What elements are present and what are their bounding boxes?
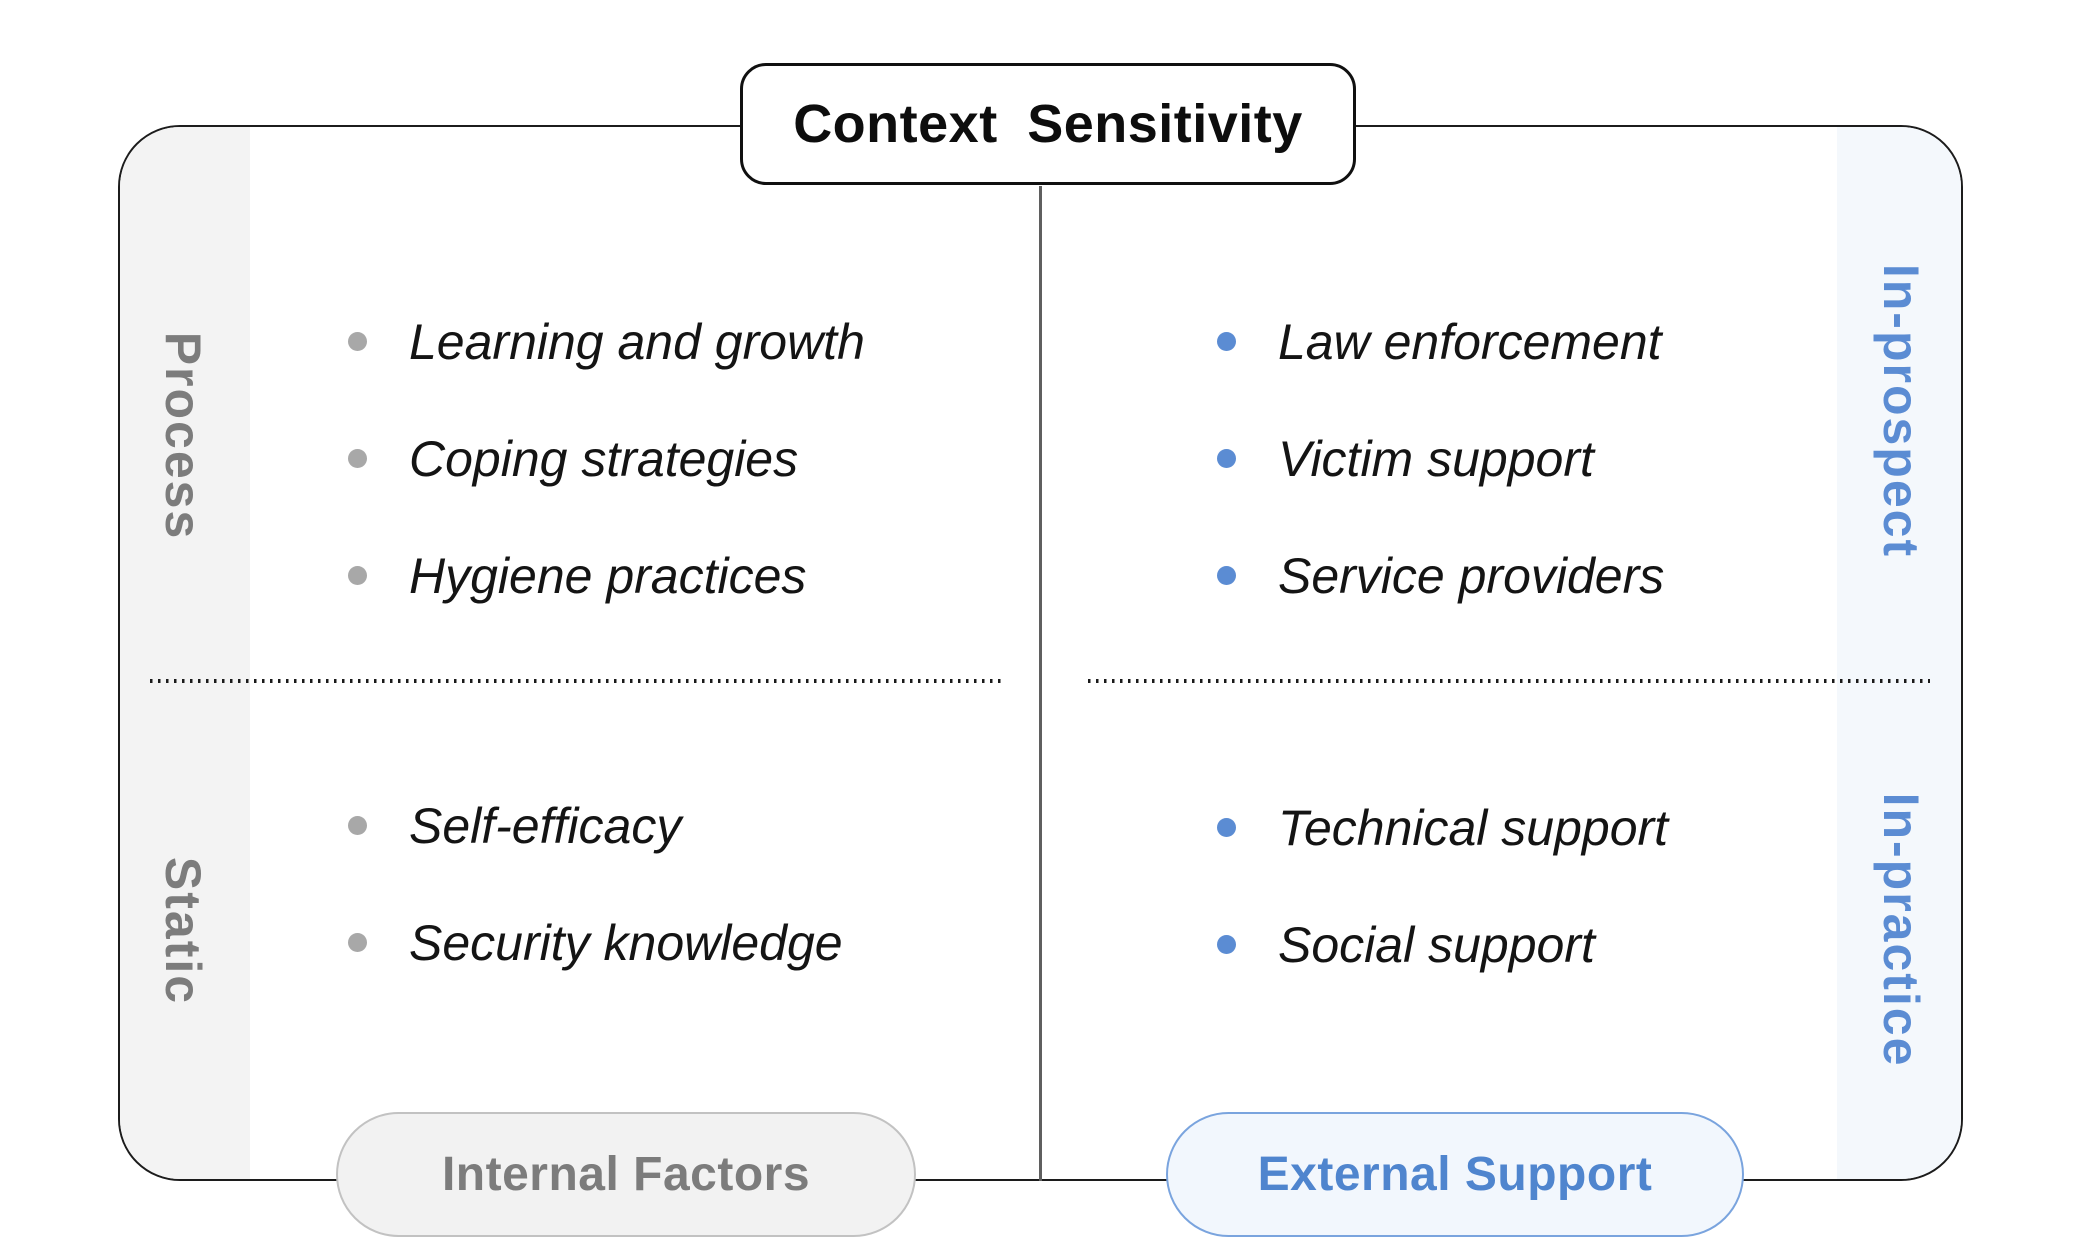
bullet-icon [348,933,367,952]
internal-factors-label: Internal Factors [441,1148,811,1201]
axis-label-static: Static [155,856,211,1006]
list-item-label: Technical support [1278,799,1669,856]
list-item: Service providers [1217,517,1664,634]
list-item: Technical support [1217,769,1668,886]
title-box: Context Sensitivity [740,63,1356,185]
internal-factors-pill: Internal Factors [336,1112,916,1237]
left-axis-strip [120,127,250,1179]
vertical-divider [1039,186,1042,1181]
list-item: Security knowledge [348,884,843,1001]
bullet-icon [1217,332,1236,351]
list-item-label: Self-efficacy [409,797,682,854]
top-right-list: Law enforcement Victim support Service p… [1217,283,1664,634]
list-item-label: Learning and growth [409,313,865,370]
bottom-left-list: Self-efficacy Security knowledge [348,767,843,1001]
axis-label-in-practice: In-practice [1873,792,1929,1068]
bullet-icon [348,332,367,351]
list-item-label: Hygiene practices [409,547,807,604]
list-item: Hygiene practices [348,517,865,634]
list-item: Law enforcement [1217,283,1664,400]
list-item: Learning and growth [348,283,865,400]
left-dotted-divider [150,679,1005,683]
axis-label-process: Process [155,331,211,541]
bottom-right-list: Technical support Social support [1217,769,1668,1003]
bullet-icon [348,566,367,585]
right-axis-strip [1837,127,1961,1179]
list-item: Coping strategies [348,400,865,517]
list-item-label: Service providers [1278,547,1665,604]
right-dotted-divider [1088,679,1930,683]
bullet-icon [348,816,367,835]
list-item: Victim support [1217,400,1664,517]
bullet-icon [1217,449,1236,468]
list-item-label: Victim support [1278,430,1594,487]
bullet-icon [1217,818,1236,837]
diagram-title: Context Sensitivity [793,94,1303,154]
top-left-list: Learning and growth Coping strategies Hy… [348,283,865,634]
bullet-icon [1217,566,1236,585]
bullet-icon [348,449,367,468]
external-support-pill: External Support [1166,1112,1744,1237]
list-item-label: Coping strategies [409,430,799,487]
external-support-label: External Support [1257,1148,1653,1201]
bullet-icon [1217,935,1236,954]
list-item: Social support [1217,886,1668,1003]
axis-label-in-prospect: In-prospect [1873,263,1929,559]
list-item-label: Law enforcement [1278,313,1662,370]
list-item-label: Security knowledge [409,914,843,971]
list-item-label: Social support [1278,916,1595,973]
list-item: Self-efficacy [348,767,843,884]
